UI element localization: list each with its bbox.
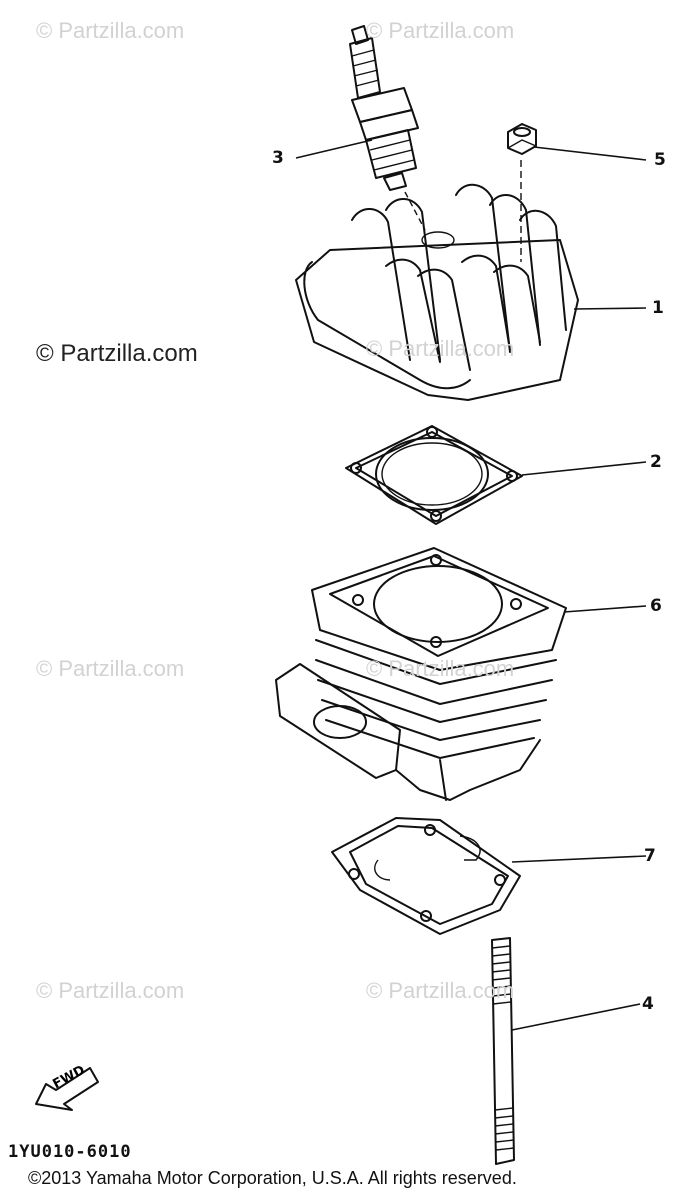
callout-number: 4 — [642, 994, 654, 1014]
nut-drawing — [507, 123, 537, 262]
watermark: © Partzilla.com — [36, 340, 198, 367]
spark-plug-drawing — [349, 25, 419, 191]
callout-number: 5 — [654, 150, 666, 170]
callout-number: 3 — [272, 148, 284, 168]
watermark: © Partzilla.com — [366, 18, 515, 43]
cylinder-drawing — [275, 547, 567, 801]
copyright-notice: ©2013 Yamaha Motor Corporation, U.S.A. A… — [28, 1168, 517, 1188]
watermark: © Partzilla.com — [366, 656, 515, 681]
callout-number: 2 — [650, 452, 662, 472]
callout-number: 7 — [644, 846, 656, 866]
callout-number: 6 — [650, 596, 662, 616]
watermark: © Partzilla.com — [366, 978, 515, 1003]
fwd-arrow-drawing — [35, 1067, 99, 1111]
stud-bolt-drawing — [491, 937, 515, 1165]
cylinder-head-drawing — [295, 183, 579, 401]
diagram-code: 1YU010-6010 — [8, 1142, 132, 1162]
base-gasket-drawing — [331, 817, 521, 935]
head-gasket-drawing — [345, 425, 523, 525]
watermark: © Partzilla.com — [36, 18, 185, 43]
watermark: © Partzilla.com — [366, 336, 515, 361]
callout-number: 1 — [652, 298, 664, 318]
watermark: © Partzilla.com — [36, 656, 185, 681]
leader-lines — [295, 139, 647, 1031]
watermark: © Partzilla.com — [36, 978, 185, 1003]
